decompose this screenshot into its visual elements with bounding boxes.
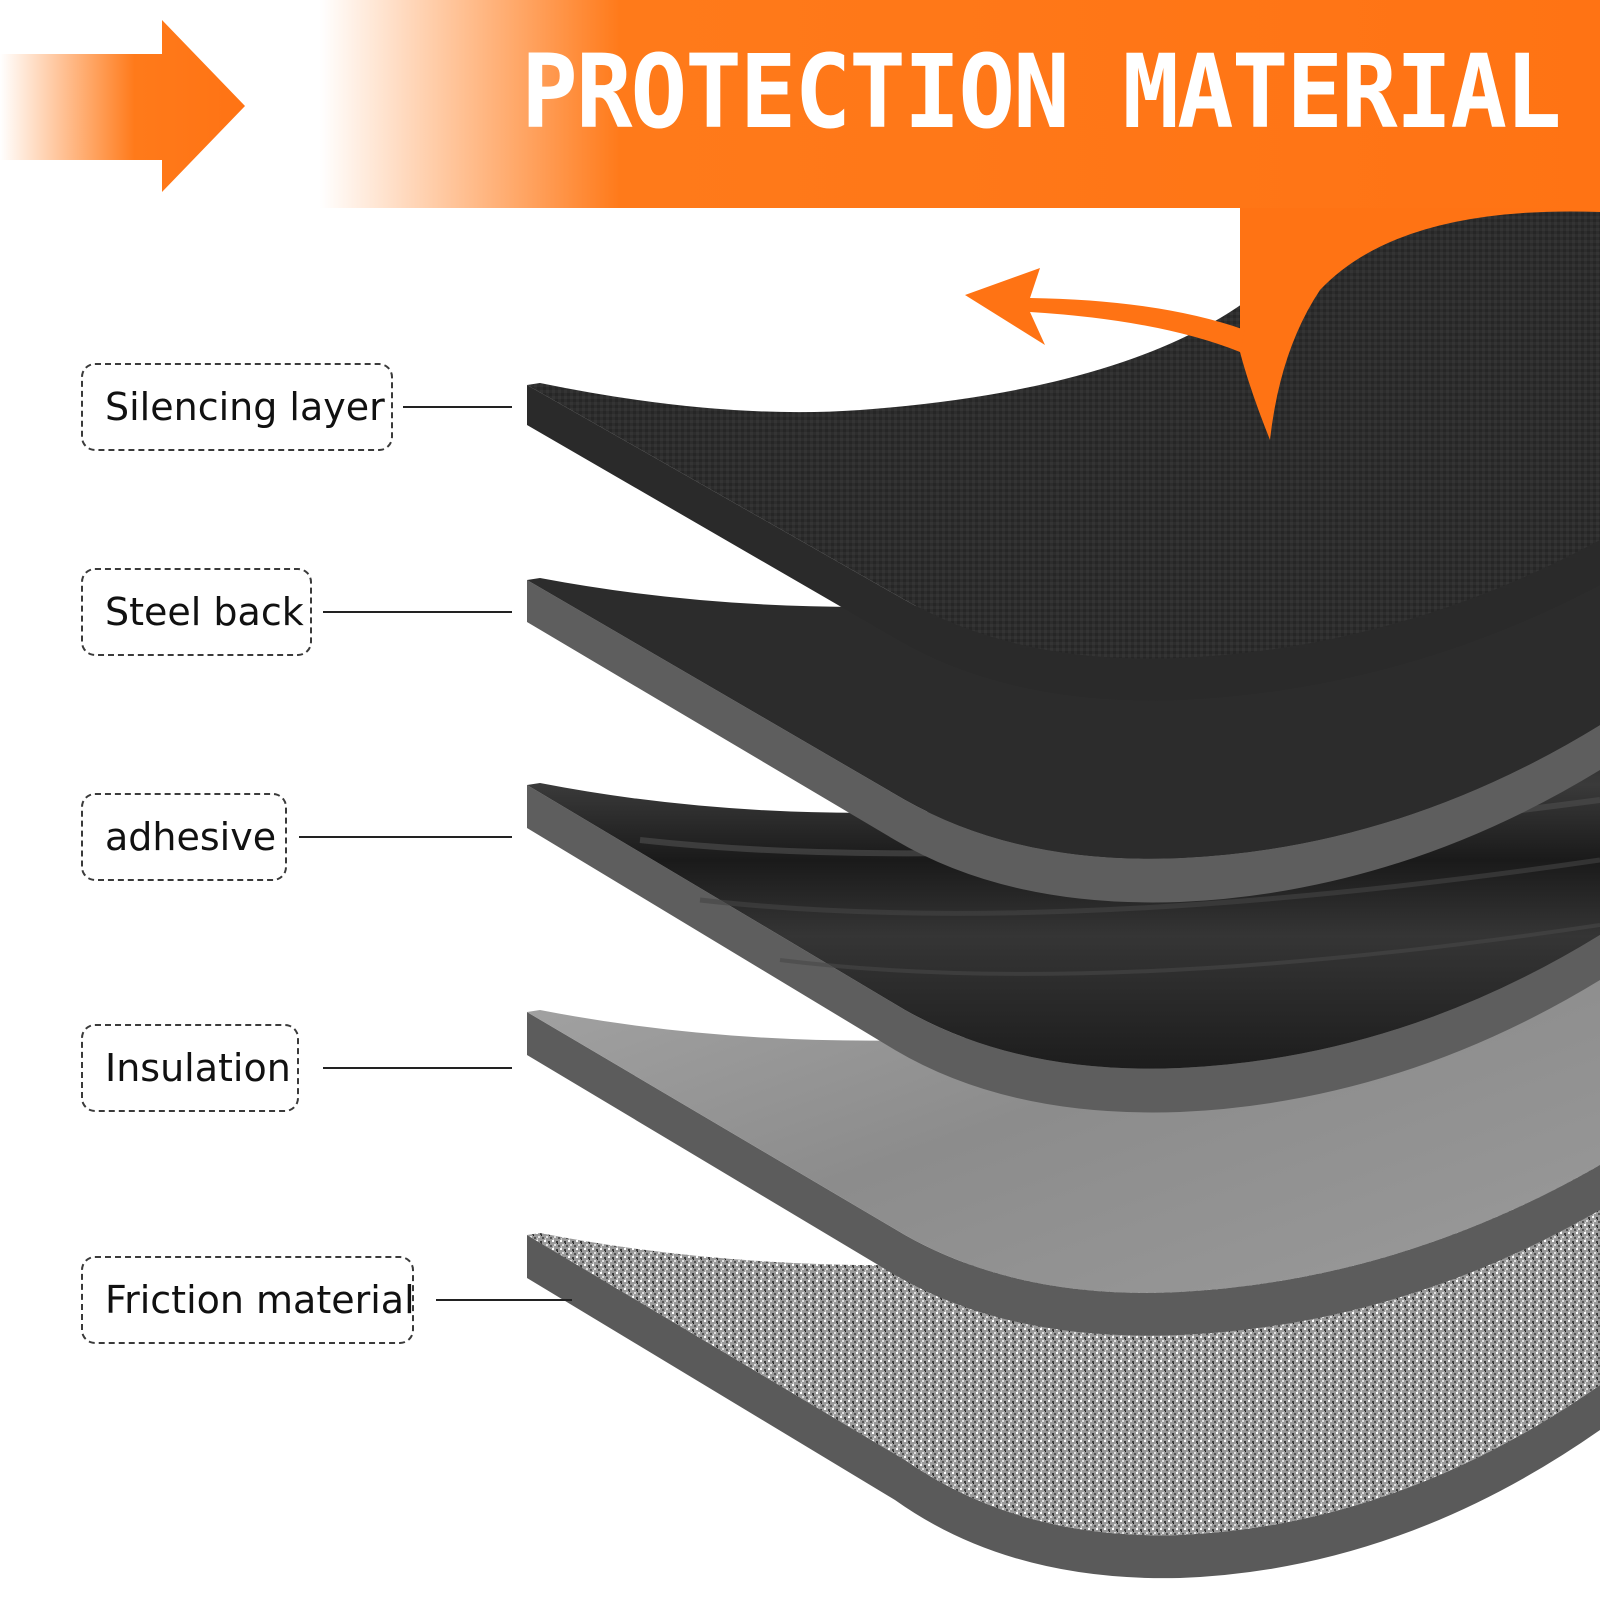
- label-insulation: Insulation: [81, 1024, 299, 1112]
- label-friction-material: Friction material: [81, 1256, 414, 1344]
- arrow-right-icon: [0, 20, 245, 192]
- label-silencing-layer: Silencing layer: [81, 363, 393, 451]
- label-adhesive: adhesive: [81, 793, 287, 881]
- label-steel-back: Steel back: [81, 568, 312, 656]
